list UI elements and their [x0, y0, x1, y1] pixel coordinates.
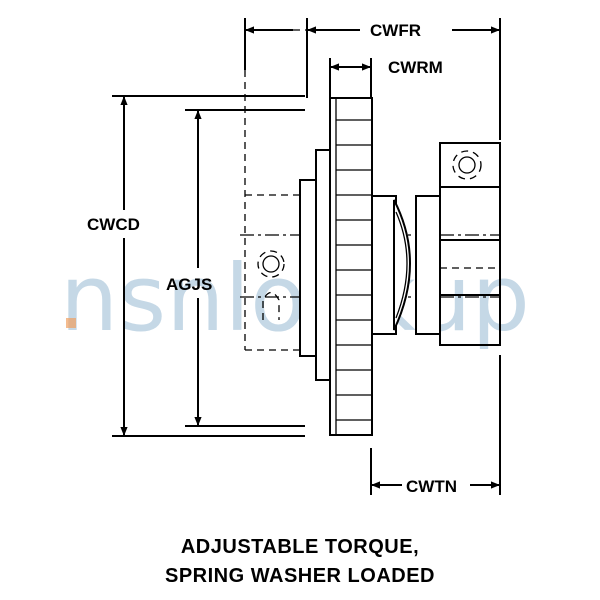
dim-label-cwfr: CWFR	[370, 21, 421, 40]
dimension-labels: CWFR CWRM CWCD AGJS CWTN	[87, 21, 457, 496]
disc-teeth	[335, 98, 372, 435]
right-sleeve	[439, 142, 501, 346]
spring-washer	[393, 199, 411, 331]
toothed-disc	[329, 97, 373, 436]
adjusting-nut	[415, 195, 441, 335]
watermark: nsnlookup	[60, 245, 530, 352]
sleeve-middle	[439, 186, 501, 241]
caption-line-2: SPRING WASHER LOADED	[165, 565, 435, 587]
dim-label-cwrm: CWRM	[388, 58, 443, 77]
dim-label-agjs: AGJS	[166, 275, 212, 294]
set-screw-right	[452, 150, 482, 180]
dimension-lines	[120, 26, 500, 489]
clutch-body	[299, 97, 441, 436]
dim-label-cwtn: CWTN	[406, 477, 457, 496]
watermark-dot	[66, 318, 76, 328]
extension-lines	[112, 18, 501, 495]
caption-line-1: ADJUSTABLE TORQUE,	[181, 536, 419, 558]
pressure-plate	[371, 195, 397, 335]
watermark-text: nsnlookup	[60, 245, 530, 352]
caption: ADJUSTABLE TORQUE, SPRING WASHER LOADED	[165, 536, 435, 587]
set-screw-left	[257, 250, 285, 320]
dim-label-cwcd: CWCD	[87, 215, 140, 234]
sleeve-top	[439, 142, 501, 188]
